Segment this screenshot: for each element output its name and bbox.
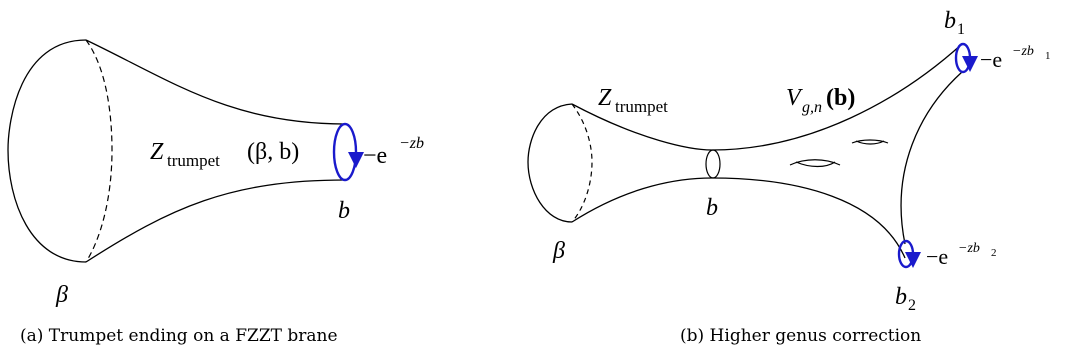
handle-1-lower bbox=[789, 159, 841, 166]
geodesic-length-a: b bbox=[338, 198, 350, 224]
trumpet-diagram-a: Z trumpet (β, b) −e −zb b β bbox=[7, 39, 424, 308]
volume-label: V bbox=[786, 85, 803, 111]
z-trumpet-sub-b: trumpet bbox=[615, 97, 668, 116]
handle-2-upper bbox=[855, 140, 885, 145]
handle-1-upper bbox=[795, 161, 836, 168]
handle-2-lower bbox=[851, 139, 889, 144]
boundary-length-b: β bbox=[552, 238, 565, 264]
surface-upper-edge bbox=[571, 43, 963, 151]
z-trumpet-label-a: Z bbox=[150, 139, 164, 165]
z-trumpet-args-a: (β, b) bbox=[247, 139, 299, 165]
brane2-exponent-sub: 2 bbox=[991, 247, 997, 259]
b2-label: b bbox=[895, 284, 907, 310]
fzzt-brane-loop-b2 bbox=[897, 239, 915, 269]
caption-b: (b) Higher genus correction bbox=[680, 326, 922, 346]
higher-genus-diagram-b: Z trumpet V g,n (b) b 1 −e −zb 1 −e −zb … bbox=[527, 8, 1051, 314]
b2-sub: 2 bbox=[908, 297, 916, 314]
brane-exponent-a: −zb bbox=[399, 135, 424, 152]
brane1-exponent-sub: 1 bbox=[1045, 50, 1051, 62]
b1-label: b bbox=[944, 8, 956, 34]
b1-sub: 1 bbox=[957, 21, 965, 38]
surface-lower-edge bbox=[571, 177, 906, 259]
brane2-factor: −e bbox=[926, 244, 948, 269]
boundary-circle-back-b bbox=[571, 103, 593, 223]
boundary-circle-front bbox=[7, 39, 87, 263]
brane1-exponent: −zb bbox=[1012, 44, 1034, 59]
caption-a: (a) Trumpet ending on a FZZT brane bbox=[20, 326, 338, 346]
geodesic-length-b: b bbox=[706, 195, 718, 221]
boundary-circle-front-b bbox=[527, 103, 573, 223]
trumpet-upper-edge bbox=[85, 39, 346, 125]
volume-args: (b) bbox=[826, 85, 855, 111]
surface-inner-edge bbox=[900, 71, 963, 245]
geodesic-b-circle bbox=[705, 149, 721, 179]
z-trumpet-label-b: Z bbox=[598, 85, 612, 111]
fzzt-brane-loop bbox=[332, 122, 358, 182]
fzzt-brane-loop-b1 bbox=[954, 42, 972, 74]
trumpet-lower-edge bbox=[85, 179, 346, 263]
brane1-factor: −e bbox=[980, 47, 1002, 72]
z-trumpet-sub-a: trumpet bbox=[167, 151, 220, 170]
boundary-circle-back bbox=[85, 39, 113, 263]
brane-factor-a: −e bbox=[363, 143, 387, 169]
volume-sub: g,n bbox=[802, 99, 822, 116]
brane2-exponent: −zb bbox=[958, 241, 980, 256]
boundary-length-a: β bbox=[55, 282, 68, 308]
